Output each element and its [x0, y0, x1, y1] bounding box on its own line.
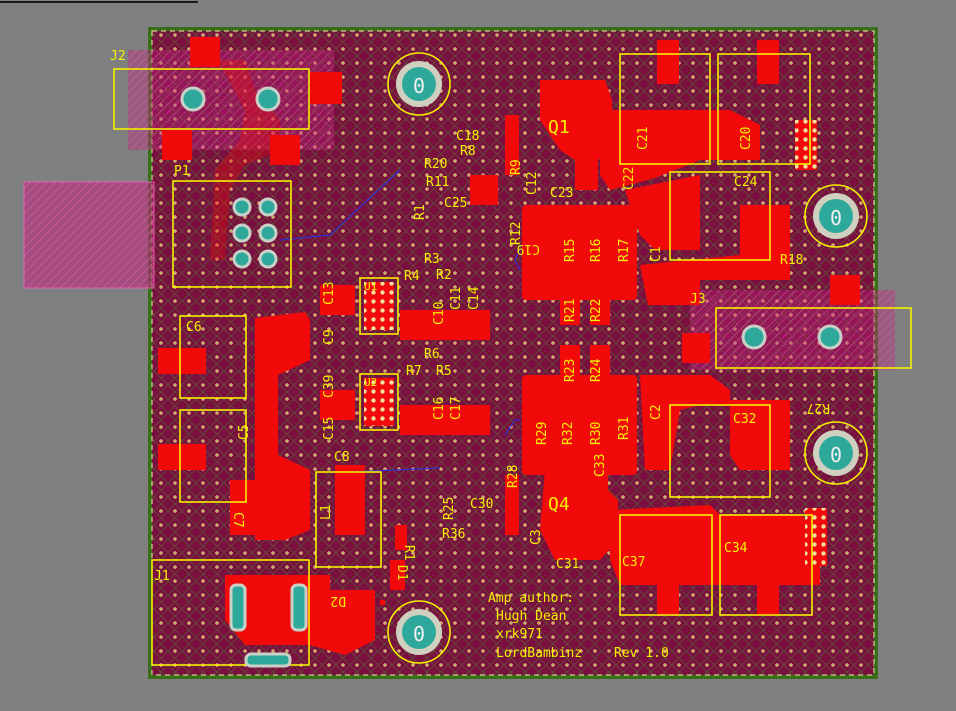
svg-text:R25: R25	[442, 497, 457, 520]
svg-text:R2: R2	[436, 268, 452, 283]
svg-text:C12: C12	[525, 172, 540, 195]
svg-text:C18: C18	[456, 129, 479, 144]
credit-line-3: xrk971	[496, 627, 543, 642]
through-hole-pads	[180, 86, 843, 668]
svg-text:R28: R28	[506, 465, 521, 488]
svg-text:R27: R27	[807, 400, 830, 415]
svg-text:C7: C7	[230, 512, 245, 528]
svg-text:C31: C31	[556, 557, 579, 572]
svg-text:C21: C21	[636, 127, 651, 150]
svg-text:R15: R15	[563, 239, 578, 262]
mount-hole-tr: 0	[804, 184, 868, 248]
svg-text:C2: C2	[649, 404, 664, 420]
svg-text:R31: R31	[617, 417, 632, 440]
svg-text:C5: C5	[237, 424, 252, 440]
u1-label: U1	[364, 280, 377, 293]
svg-text:D1: D1	[394, 565, 409, 581]
j1-label: J1	[154, 569, 170, 584]
q1-label: Q1	[548, 117, 570, 138]
svg-text:R22: R22	[589, 299, 604, 322]
svg-text:C3: C3	[529, 529, 544, 545]
svg-text:R24: R24	[589, 358, 604, 382]
credit-line-2: Hugh Dean	[496, 609, 566, 624]
svg-text:C22: C22	[622, 167, 637, 190]
svg-text:C20: C20	[739, 127, 754, 150]
svg-text:0: 0	[413, 622, 425, 646]
svg-text:0: 0	[830, 206, 842, 230]
svg-text:C8: C8	[334, 450, 350, 465]
svg-text:R29: R29	[535, 422, 550, 445]
svg-text:R32: R32	[561, 422, 576, 445]
svg-text:C19: C19	[517, 241, 540, 256]
p1-label: P1	[174, 164, 190, 179]
svg-text:C14: C14	[467, 286, 482, 310]
mount-hole-bl: 0	[387, 600, 451, 664]
svg-text:R6: R6	[424, 347, 440, 362]
svg-text:C23: C23	[550, 186, 573, 201]
svg-text:R12: R12	[509, 222, 524, 245]
credit-line-1: Amp author:	[488, 591, 574, 606]
svg-text:C32: C32	[733, 412, 756, 427]
svg-text:R23: R23	[563, 359, 578, 382]
svg-text:0: 0	[413, 74, 425, 98]
svg-text:R21: R21	[563, 299, 578, 322]
mount-hole-br: 0	[804, 421, 868, 485]
svg-text:L1: L1	[319, 504, 334, 520]
svg-text:R7: R7	[406, 364, 422, 379]
mount-hole-tl: 0	[387, 52, 451, 116]
svg-text:C24: C24	[734, 175, 758, 190]
u2-label: U2	[364, 376, 377, 389]
svg-text:R16: R16	[589, 239, 604, 262]
j3-label: J3	[690, 292, 706, 307]
q4-label: Q4	[548, 494, 570, 515]
copper-layer	[158, 37, 860, 655]
svg-text:R18: R18	[780, 253, 803, 268]
silkscreen	[113, 53, 912, 666]
svg-text:C6: C6	[186, 320, 202, 335]
svg-text:C17: C17	[449, 397, 464, 420]
credits-silkscreen: Amp author: Hugh Dean xrk971 LordBambinz…	[488, 591, 669, 661]
j2-label: J2	[110, 49, 126, 64]
svg-text:R36: R36	[442, 527, 465, 542]
mount-holes: 0 0 0 0	[387, 52, 868, 664]
svg-text:R11: R11	[426, 175, 449, 190]
svg-text:D2: D2	[330, 593, 346, 608]
credit-line-4-rev: Rev 1.0	[614, 646, 669, 661]
svg-text:R8: R8	[460, 144, 476, 159]
svg-text:C30: C30	[470, 497, 493, 512]
svg-text:0: 0	[830, 443, 842, 467]
svg-text:R9: R9	[509, 159, 524, 175]
svg-text:R1: R1	[413, 204, 428, 220]
svg-text:R4: R4	[404, 269, 420, 284]
svg-text:R20: R20	[424, 157, 447, 172]
svg-text:R3: R3	[424, 252, 440, 267]
svg-text:C10: C10	[432, 302, 447, 325]
svg-text:C15: C15	[322, 417, 337, 440]
svg-text:C11: C11	[449, 287, 464, 310]
svg-text:C33: C33	[593, 454, 608, 477]
svg-text:C13: C13	[322, 282, 337, 305]
svg-text:C25: C25	[444, 196, 467, 211]
svg-text:C16: C16	[432, 397, 447, 420]
svg-text:R30: R30	[589, 422, 604, 445]
svg-text:C34: C34	[724, 541, 748, 556]
svg-text:C37: C37	[622, 555, 645, 570]
designators: J2 J3 J1 P1 Q1 Q4 U1 U2 C6 C8 C24 C32 C3…	[110, 49, 830, 608]
credit-line-4-name: LordBambinz	[496, 646, 582, 661]
svg-text:C39: C39	[322, 375, 337, 398]
svg-text:R5: R5	[436, 364, 452, 379]
svg-text:R1: R1	[401, 545, 416, 561]
svg-text:C9: C9	[322, 329, 337, 345]
svg-text:R17: R17	[617, 239, 632, 262]
svg-text:C1: C1	[649, 246, 664, 262]
